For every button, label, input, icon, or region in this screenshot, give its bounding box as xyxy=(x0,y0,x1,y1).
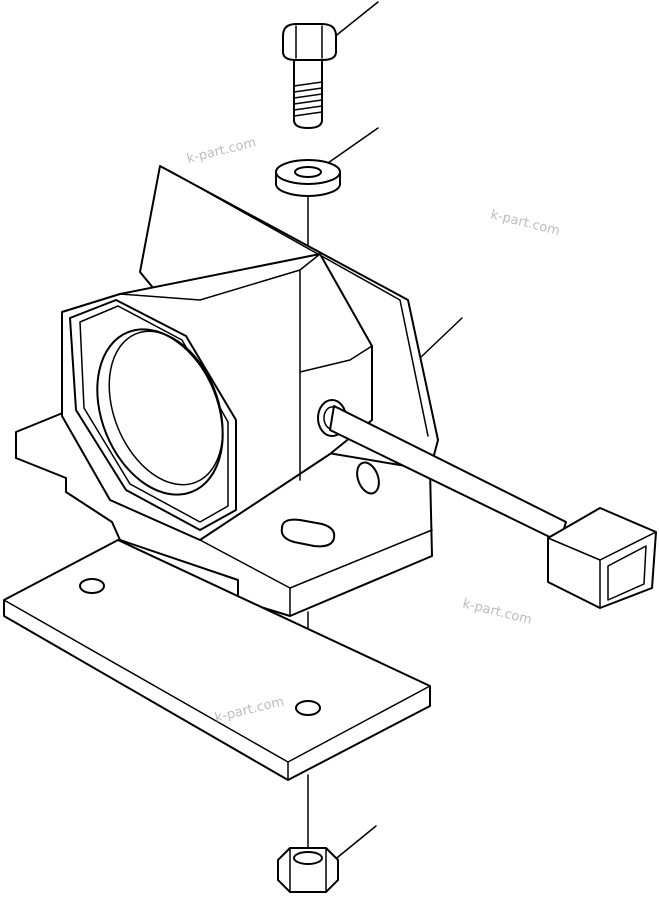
watermark-3: k-part.com xyxy=(461,596,533,628)
watermark-1: k-part.com xyxy=(185,135,257,167)
alarm-unit xyxy=(15,165,439,617)
bolt xyxy=(282,23,337,129)
washer xyxy=(275,159,341,197)
watermark-2: k-part.com xyxy=(489,207,561,239)
mounting-plate xyxy=(3,539,431,781)
bolt-thread xyxy=(293,81,323,117)
cable-connector xyxy=(329,405,657,609)
nut xyxy=(277,847,339,893)
